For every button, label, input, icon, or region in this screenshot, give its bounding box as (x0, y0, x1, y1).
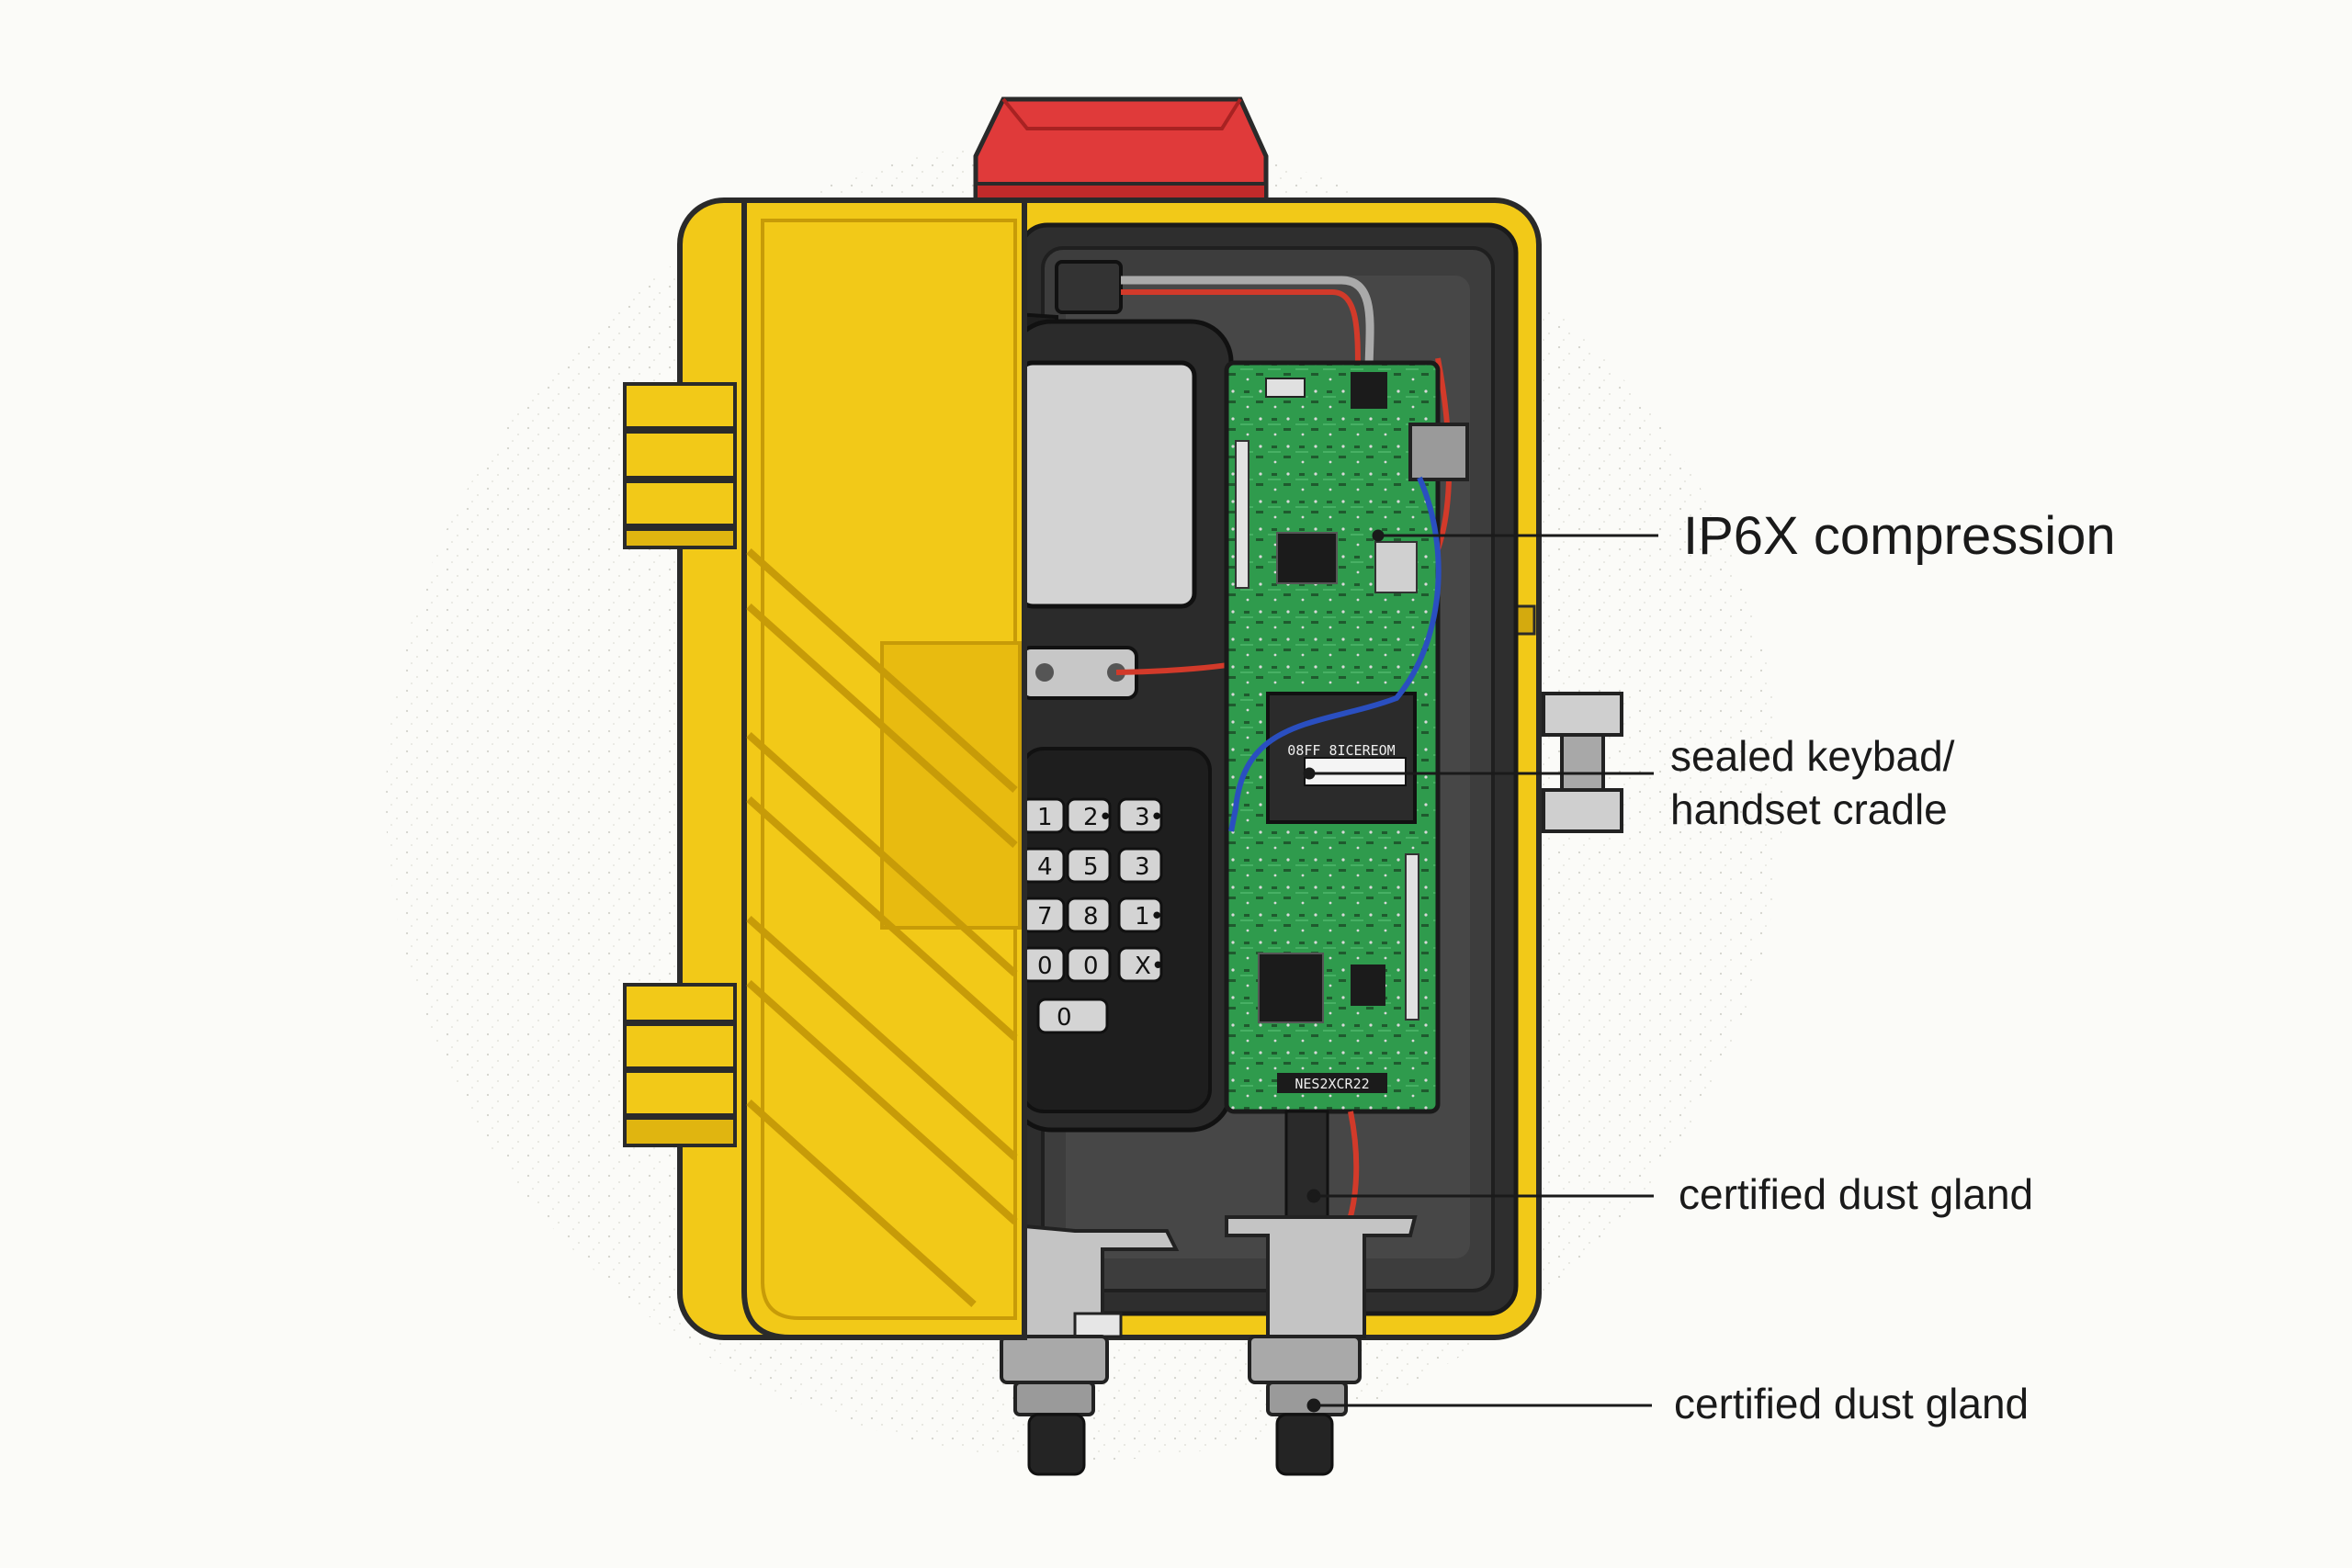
keypad-key-label: 8 (1083, 903, 1099, 931)
keypad-key: 8 (1066, 897, 1112, 933)
keypad-key: 0 (1066, 946, 1112, 983)
callout-dust-gland-upper: certified dust gland (1679, 1168, 2033, 1222)
keypad-key: 1 (1020, 797, 1066, 834)
keypad-key: X• (1117, 946, 1165, 983)
callout-gland-upper-text: certified dust gland (1679, 1170, 2034, 1218)
keypad-key: 0 (1020, 946, 1066, 983)
side-latch (1542, 692, 1623, 833)
callout-keypad-line2: handset cradle (1670, 784, 1948, 833)
circuit-board: 08FF 8ICEREOM NES2XCR22 (1224, 360, 1469, 1114)
beacon-light (973, 96, 1269, 209)
keypad-key-label: 2• (1083, 804, 1113, 831)
keypad-key-label: 5 (1083, 853, 1099, 881)
callout-ip6x-compression: IP6X compression (1683, 503, 2116, 570)
keypad-key-label: 1• (1135, 903, 1164, 931)
board-label: NES2XCR22 (1295, 1076, 1369, 1092)
callout-sealed-keypad: sealed keybad/ handset cradle (1670, 730, 1954, 836)
keypad-key-label: X• (1135, 953, 1165, 980)
keypad-key: 3 (1117, 847, 1163, 884)
hinge-lower (623, 983, 737, 1147)
keypad-key-label: 7 (1037, 903, 1053, 931)
cable-gland-right (1225, 1215, 1418, 1476)
keypad-key-label: 3• (1135, 804, 1164, 831)
keypad-key-label: 0 (1083, 953, 1099, 980)
top-cable (1055, 260, 1374, 373)
hinge-upper (623, 382, 737, 549)
keypad-key-label: 1 (1037, 804, 1053, 831)
keypad-key: 1• (1117, 897, 1164, 933)
callout-ip6x-text: IP6X compression (1683, 506, 2116, 566)
blue-wire (1228, 476, 1442, 832)
chip-label: 08FF 8ICEREOM (1287, 742, 1395, 759)
cable-gland-left (1000, 1224, 1180, 1476)
keypad-key: 7 (1020, 897, 1066, 933)
keypad-key-label: 3 (1135, 853, 1150, 881)
callout-dust-gland-lower: certified dust gland (1674, 1378, 2029, 1431)
callout-keypad-line1: sealed keybad/ (1670, 732, 1955, 780)
keypad-key-label: 0 (1037, 953, 1053, 980)
enclosure-door (741, 197, 1027, 1340)
keypad-key: 2• (1066, 797, 1113, 834)
keypad-key: 5 (1066, 847, 1112, 884)
callout-gland-lower-text: certified dust gland (1674, 1380, 2030, 1427)
leader-lines (1303, 529, 1658, 1413)
keypad-key-label: 0 (1057, 1004, 1072, 1032)
keypad-key: 4 (1020, 847, 1066, 884)
keypad-key: 0 (1036, 998, 1109, 1034)
keypad-key: 3• (1117, 797, 1164, 834)
keypad-key-label: 4 (1037, 853, 1053, 881)
